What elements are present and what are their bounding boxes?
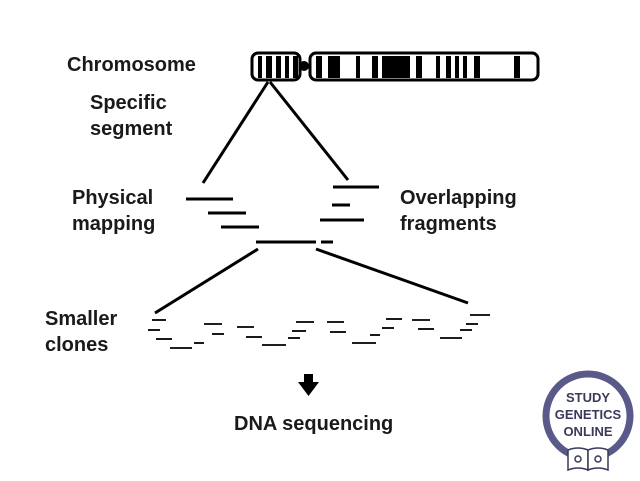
chromosome-label: Chromosome <box>67 54 196 76</box>
clones-line-left <box>154 247 259 315</box>
specific-segment-line2: segment <box>90 118 173 140</box>
logo-text-line3: ONLINE <box>563 424 612 439</box>
logo-text-line2: GENETICS <box>555 407 622 422</box>
down-arrow-icon <box>298 374 319 396</box>
clones-line-right <box>315 247 469 305</box>
overlapping-fragments-line1: Overlapping <box>400 187 517 209</box>
physical-mapping-label: Physical mapping <box>72 185 155 237</box>
logo-text-line1: STUDY <box>566 390 610 405</box>
smaller-clones-line2: clones <box>45 334 109 356</box>
smaller-clones <box>148 314 490 349</box>
specific-segment-label: Specific segment <box>90 90 172 142</box>
physical-mapping-line1: Physical <box>72 187 154 209</box>
chromosome-graphic <box>250 51 540 82</box>
segment-line-right <box>268 81 350 181</box>
overlapping-fragments-line2: fragments <box>400 213 497 235</box>
physical-mapping-line2: mapping <box>72 213 156 235</box>
dna-sequencing-label: DNA sequencing <box>234 413 394 435</box>
book-icon <box>567 447 609 472</box>
smaller-clones-label: Smaller clones <box>45 306 117 358</box>
segment-line-left <box>201 81 270 184</box>
study-genetics-online-logo: STUDY GENETICS ONLINE <box>542 370 634 472</box>
overlapping-fragments-label: Overlapping fragments <box>400 185 517 237</box>
smaller-clones-line1: Smaller <box>45 308 118 330</box>
specific-segment-line1: Specific <box>90 92 167 114</box>
fragments <box>186 185 379 244</box>
